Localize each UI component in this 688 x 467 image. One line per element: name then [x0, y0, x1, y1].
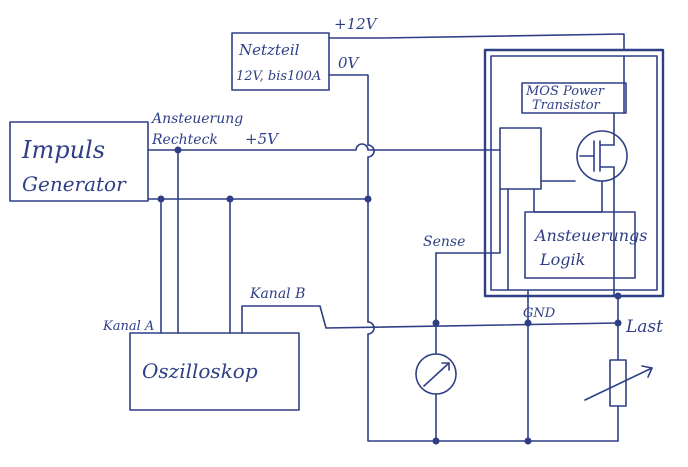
current-meter-symbol: [415, 353, 457, 395]
ansteuerungs-label: Ansteuerungs: [533, 226, 647, 245]
variable-load-resistor-symbol: [584, 359, 653, 442]
impuls-generator-box: [9, 121, 149, 202]
netzteil-box: [231, 32, 330, 91]
v12-label: +12V: [334, 15, 379, 33]
generator-label: Generator: [22, 172, 127, 196]
gnd-label: GND: [523, 306, 556, 321]
oszilloskop-label: Oszilloskop: [142, 359, 258, 383]
mos-power-label: MOS Power: [525, 84, 605, 99]
ansteuerung-label: Ansteuerung: [150, 111, 243, 127]
kanal-b-label: Kanal B: [249, 286, 305, 302]
mos-module-inner-box: [490, 55, 658, 291]
transistor-label: Transistor: [532, 98, 601, 113]
mos-module-outer-box: [483, 48, 665, 298]
netzteil-spec-label: 12V, bis100A: [236, 69, 321, 84]
wiring: [147, 33, 625, 442]
impuls-label: Impuls: [21, 136, 105, 164]
netzteil-label: Netzteil: [238, 41, 300, 59]
logik-label: Logik: [539, 250, 585, 269]
mos-transistor-box: [521, 82, 627, 114]
oszilloskop-box: [129, 332, 300, 411]
sense-label: Sense: [423, 234, 465, 250]
last-label: Last: [625, 317, 663, 337]
rechteck-label: Rechteck: [151, 132, 218, 148]
kanal-a-label: Kanal A: [102, 319, 154, 334]
v5-label: +5V: [245, 130, 280, 148]
junction-dots: [157, 146, 622, 445]
v0-label: 0V: [338, 54, 361, 72]
mosfet-symbol: [576, 130, 628, 182]
gate-driver-box: [499, 127, 542, 190]
